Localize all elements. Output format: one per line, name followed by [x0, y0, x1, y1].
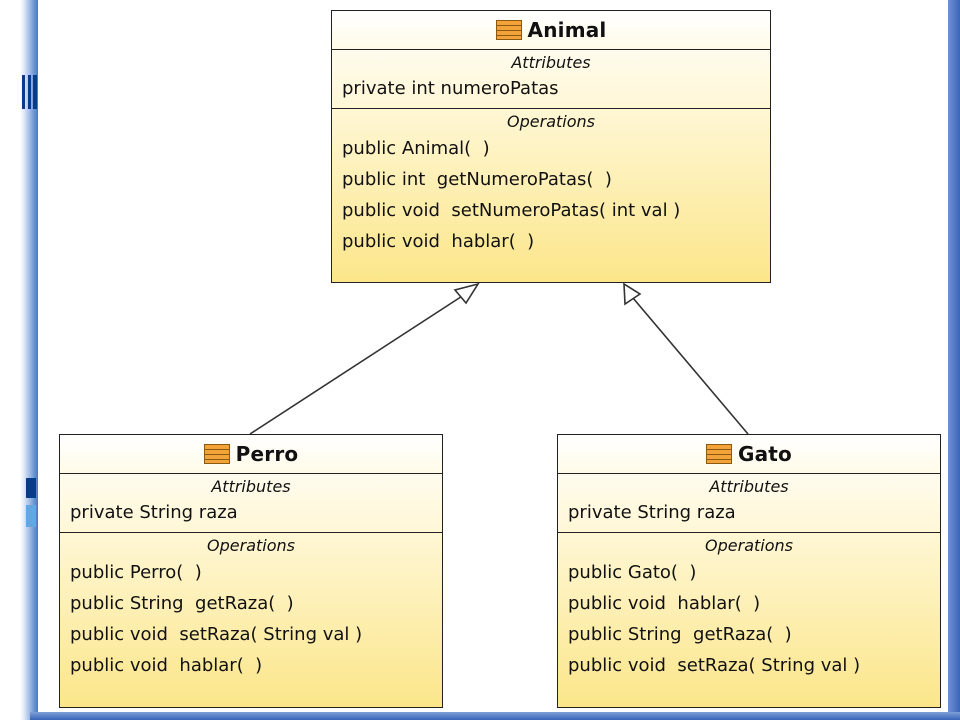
operations-title: Operations — [507, 112, 595, 131]
class-header: Gato — [558, 435, 940, 474]
class-name: Gato — [737, 442, 792, 466]
operation: public void setNumeroPatas( int val ) — [342, 200, 681, 221]
attributes-section: Attributes private int numeroPatas — [332, 50, 770, 109]
class-perro[interactable]: Perro Attributes private String raza Ope… — [59, 434, 443, 708]
attribute: private String raza — [568, 502, 736, 523]
operation: public void setRaza( String val ) — [568, 655, 861, 676]
slide-frame-bottom — [30, 712, 960, 720]
operation: public String getRaza( ) — [70, 593, 294, 614]
operations-section: Operations public Gato( ) public void ha… — [558, 533, 940, 685]
operation: public void hablar( ) — [568, 593, 761, 614]
operation: public Gato( ) — [568, 562, 697, 583]
attributes-title: Attributes — [211, 477, 291, 496]
class-icon — [495, 20, 522, 40]
attributes-section: Attributes private String raza — [60, 474, 442, 533]
class-name: Perro — [235, 442, 299, 466]
operations-title: Operations — [705, 536, 793, 555]
operation: public void hablar( ) — [70, 655, 263, 676]
attribute: private String raza — [70, 502, 238, 523]
class-icon — [203, 444, 230, 464]
attribute: private int numeroPatas — [342, 78, 559, 99]
operations-section: Operations public Perro( ) public String… — [60, 533, 442, 685]
attributes-title: Attributes — [709, 477, 789, 496]
slide-frame-right — [948, 0, 960, 720]
class-header: Perro — [60, 435, 442, 474]
operations-title: Operations — [207, 536, 295, 555]
operation: public Perro( ) — [70, 562, 202, 583]
operation: public void setRaza( String val ) — [70, 624, 363, 645]
generalization-arrowhead-gato — [623, 282, 642, 306]
operation: public Animal( ) — [342, 138, 490, 159]
operation: public int getNumeroPatas( ) — [342, 169, 612, 190]
operation: public String getRaza( ) — [568, 624, 792, 645]
class-header: Animal — [332, 11, 770, 50]
operation: public void hablar( ) — [342, 231, 535, 252]
generalization-line-gato — [632, 297, 749, 435]
attributes-title: Attributes — [511, 53, 591, 72]
frame-decoration — [26, 505, 36, 527]
slide-frame-left — [0, 0, 38, 720]
generalization-arrowhead-perro — [453, 282, 480, 305]
frame-decoration — [28, 75, 31, 109]
class-name: Animal — [527, 18, 607, 42]
attributes-section: Attributes private String raza — [558, 474, 940, 533]
frame-decoration — [26, 478, 36, 498]
operations-section: Operations public Animal( ) public int g… — [332, 109, 770, 261]
frame-decoration — [33, 75, 37, 109]
class-gato[interactable]: Gato Attributes private String raza Oper… — [557, 434, 941, 708]
generalization-line-perro — [249, 290, 471, 435]
frame-decoration — [22, 75, 25, 109]
class-animal[interactable]: Animal Attributes private int numeroPata… — [331, 10, 771, 283]
class-icon — [705, 444, 732, 464]
